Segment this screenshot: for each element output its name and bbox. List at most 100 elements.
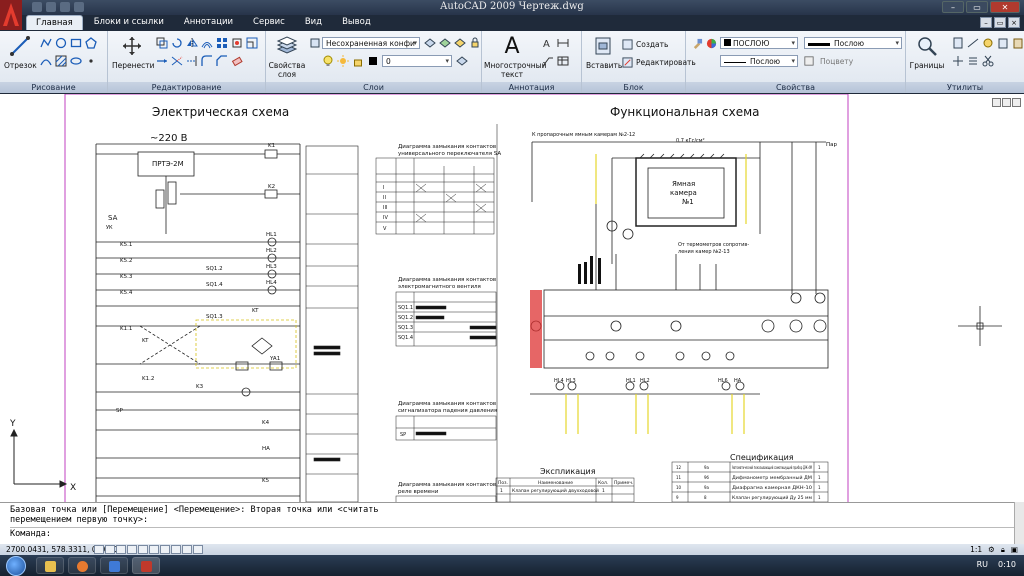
edit-block-icon[interactable] <box>622 57 633 68</box>
tab-blocks[interactable]: Блоки и ссылки <box>93 17 164 27</box>
line-button[interactable]: Отрезок <box>4 35 37 70</box>
current-layer-dropdown[interactable]: 0 <box>382 55 452 67</box>
trim-icon[interactable] <box>171 55 183 67</box>
fillet-icon[interactable] <box>201 55 213 67</box>
autocad-logo-icon[interactable] <box>0 0 22 30</box>
create-block-icon[interactable] <box>622 39 633 50</box>
taskbar-app-firefox[interactable] <box>68 557 96 574</box>
layer-isolate-icon[interactable] <box>454 37 466 49</box>
undo-icon[interactable] <box>74 2 84 12</box>
osnap-toggle[interactable] <box>138 545 148 554</box>
lwt-toggle[interactable] <box>182 545 192 554</box>
panel-block-title[interactable]: Блок <box>582 82 685 93</box>
doc-close-button[interactable]: × <box>1008 17 1020 28</box>
edit-block-label[interactable]: Редактировать <box>636 58 696 67</box>
table-icon[interactable] <box>557 55 569 67</box>
cut-icon[interactable] <box>982 55 994 67</box>
rotate-icon[interactable] <box>171 37 183 49</box>
panel-draw-title[interactable]: Рисование <box>0 82 107 93</box>
lineweight-dropdown[interactable]: Послою <box>804 37 902 49</box>
panel-properties-title[interactable]: Свойства <box>686 82 905 93</box>
leader-icon[interactable] <box>542 55 554 67</box>
layer-properties-button[interactable]: Свойства слоя <box>268 35 306 79</box>
taskbar-app-autocad[interactable] <box>132 557 160 574</box>
doc-minimize-button[interactable]: – <box>980 17 992 28</box>
tab-home[interactable]: Главная <box>26 15 83 30</box>
grid-toggle[interactable] <box>105 545 115 554</box>
color-dropdown[interactable]: ПОСЛОЮ <box>720 37 798 49</box>
lock-icon[interactable]: 🔒︎ <box>1000 545 1005 554</box>
tab-output[interactable]: Вывод <box>342 17 371 27</box>
tab-annotate[interactable]: Аннотации <box>183 17 234 27</box>
explode-icon[interactable] <box>231 37 243 49</box>
layer-match-icon[interactable] <box>439 37 451 49</box>
arc-icon[interactable] <box>40 55 52 67</box>
clean-screen-icon[interactable]: ▣ <box>1010 545 1018 554</box>
ortho-toggle[interactable] <box>116 545 126 554</box>
plotstyle-label[interactable]: Поцвету <box>820 57 854 66</box>
paste-icon[interactable] <box>997 37 1009 49</box>
doc-restore-button[interactable]: ▭ <box>994 17 1006 28</box>
drawing-canvas[interactable]: Электрическая схема Функциональная схема… <box>0 94 1024 502</box>
workspace-icon[interactable]: ⚙ <box>988 545 995 554</box>
annotation-scale[interactable]: 1:1 <box>970 545 983 554</box>
dimension-icon[interactable] <box>557 37 569 49</box>
create-block-label[interactable]: Создать <box>636 40 669 49</box>
sun-icon[interactable] <box>337 55 349 67</box>
panel-modify-title[interactable]: Редактирование <box>108 82 265 93</box>
viewport-minimize-button[interactable] <box>992 98 1001 107</box>
extend-icon[interactable] <box>186 55 198 67</box>
language-indicator[interactable]: RU <box>976 560 989 569</box>
single-line-text-icon[interactable]: A <box>542 37 554 49</box>
linetype-dropdown[interactable]: Послою <box>720 55 798 67</box>
layer-lock-icon[interactable] <box>469 37 481 49</box>
mtext-button[interactable]: A Многострочный текст <box>484 34 547 80</box>
ducs-toggle[interactable] <box>160 545 170 554</box>
new-icon[interactable] <box>32 2 42 12</box>
bounds-button[interactable]: Границы <box>908 35 946 70</box>
dyn-toggle[interactable] <box>171 545 181 554</box>
rectangle-icon[interactable] <box>70 37 82 49</box>
restore-button[interactable]: ▭ <box>966 1 988 13</box>
coordinate-readout[interactable]: 2700.0431, 578.3311, 0.0000 <box>6 545 119 554</box>
plotstyle-icon[interactable] <box>804 56 814 66</box>
save-icon[interactable] <box>60 2 70 12</box>
match-properties-icon[interactable] <box>692 38 703 49</box>
point-icon[interactable] <box>85 55 97 67</box>
bulb-on-icon[interactable] <box>322 55 334 67</box>
panel-utilities-title[interactable]: Утилиты <box>906 82 1024 93</box>
minimize-button[interactable]: – <box>942 1 964 13</box>
viewport-restore-button[interactable] <box>1002 98 1011 107</box>
chamfer-icon[interactable] <box>216 55 228 67</box>
panel-layers-title[interactable]: Слои <box>266 82 481 93</box>
open-icon[interactable] <box>46 2 56 12</box>
hatch-icon[interactable] <box>55 55 67 67</box>
clock[interactable]: 0:10 <box>998 560 1016 569</box>
viewport-close-button[interactable] <box>1012 98 1021 107</box>
clipboard-icon[interactable] <box>1012 37 1024 49</box>
polygon-icon[interactable] <box>85 37 97 49</box>
pan-icon[interactable] <box>982 37 994 49</box>
otrack-toggle[interactable] <box>149 545 159 554</box>
taskbar-app-explorer[interactable] <box>36 557 64 574</box>
command-prompt[interactable]: Команда: <box>10 527 1014 539</box>
qp-toggle[interactable] <box>193 545 203 554</box>
color-swatch-icon[interactable] <box>367 55 379 67</box>
layer-walk-icon[interactable] <box>456 55 468 67</box>
id-point-icon[interactable] <box>952 55 964 67</box>
layer-state-dropdown[interactable]: Несохраненная конфи <box>322 37 420 49</box>
layer-previous-icon[interactable] <box>424 37 436 49</box>
taskbar-app-media[interactable] <box>100 557 128 574</box>
layer-state-icon[interactable] <box>310 38 320 48</box>
copy-icon[interactable] <box>156 37 168 49</box>
polyline-icon[interactable] <box>40 37 52 49</box>
offset-icon[interactable] <box>201 37 213 49</box>
tab-tools[interactable]: Сервис <box>253 17 285 27</box>
scale-icon[interactable] <box>246 37 258 49</box>
measure-icon[interactable] <box>967 37 979 49</box>
panel-annotation-title[interactable]: Аннотация <box>482 82 581 93</box>
stretch-icon[interactable] <box>156 55 168 67</box>
erase-icon[interactable] <box>231 55 243 67</box>
circle-icon[interactable] <box>55 37 67 49</box>
ellipse-icon[interactable] <box>70 55 82 67</box>
